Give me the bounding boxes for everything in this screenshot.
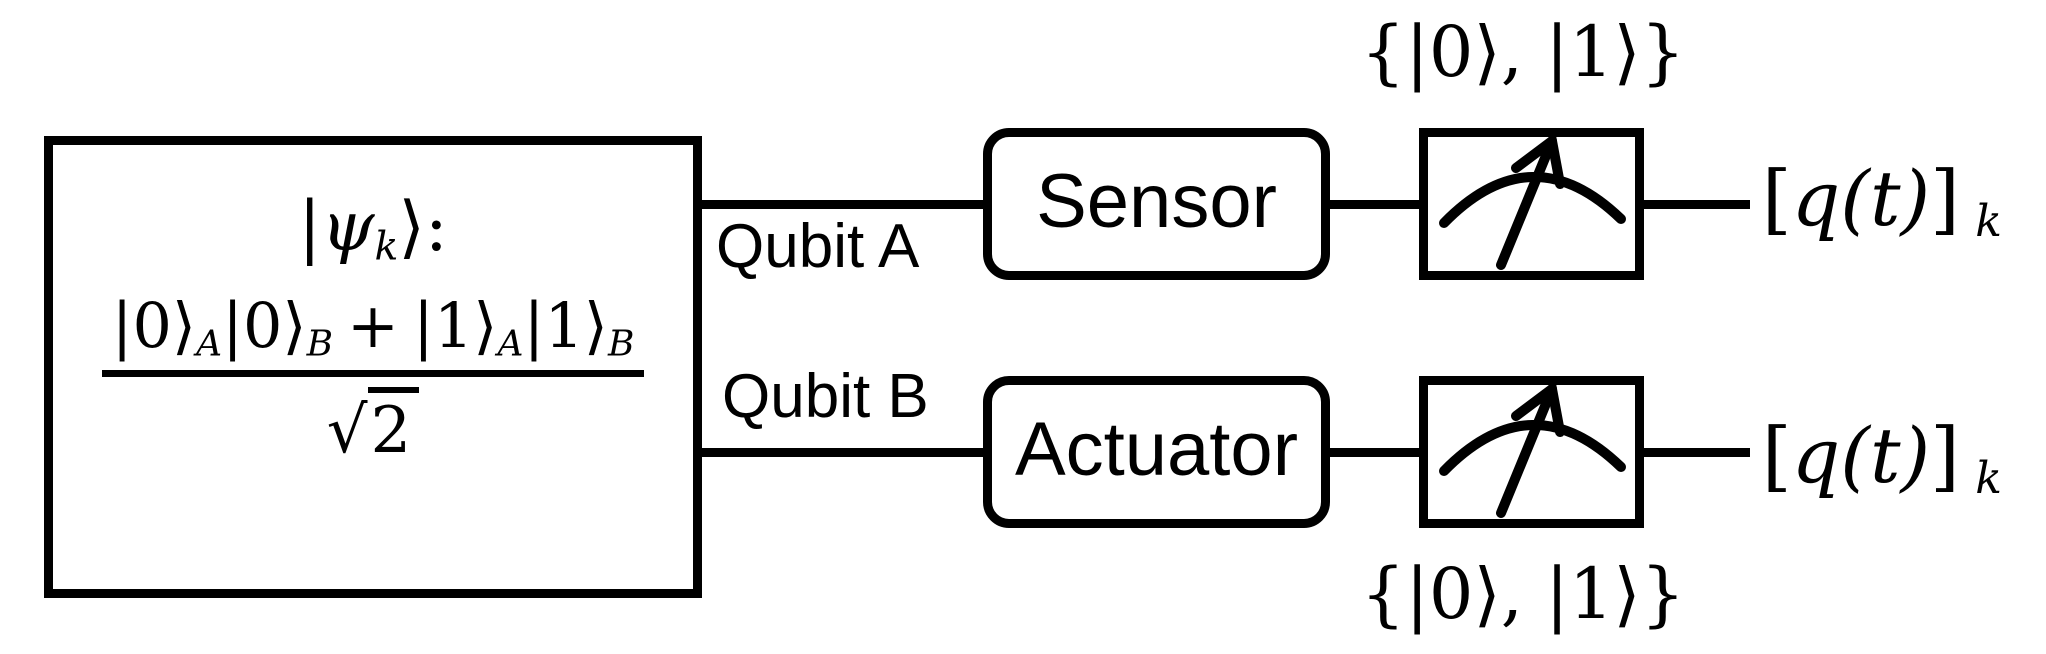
ket-0B: |0⟩ xyxy=(222,288,307,362)
wire-qubit-a-segment-1 xyxy=(698,200,985,209)
formula-denominator: √2 xyxy=(326,387,420,471)
wire-label-qubit-b: Qubit B xyxy=(722,362,929,431)
meter-gauge-icon xyxy=(1439,385,1626,518)
psi-symbol: ψ xyxy=(321,188,375,267)
bracket-open: [ xyxy=(1762,411,1792,500)
bracket-close: ] xyxy=(1930,154,1960,243)
bracket-open: [ xyxy=(1762,154,1792,243)
meter-needle-arrowhead xyxy=(1511,137,1565,189)
wire-qubit-b-segment-1 xyxy=(698,448,985,457)
output-signal-b: [q(t)] k xyxy=(1762,410,2002,505)
output-signal-a: [q(t)] k xyxy=(1762,153,2002,248)
formula-numerator: |0⟩A|0⟩B+|1⟩A|1⟩B xyxy=(102,286,645,368)
ket-close-colon: ⟩: xyxy=(398,188,448,267)
basis-label-bottom: {|0⟩, |1⟩} xyxy=(1360,553,1686,635)
bracket-close: ] xyxy=(1930,411,1960,500)
fraction-bar xyxy=(101,370,645,378)
meter-gauge-icon xyxy=(1439,137,1626,270)
measurement-meter-a xyxy=(1419,128,1644,280)
wire-qubit-b-segment-3 xyxy=(1640,448,1750,457)
q-of-t: q(t) xyxy=(1791,154,1931,243)
sensor-block: Sensor xyxy=(983,128,1330,280)
state-formula: |0⟩A|0⟩B+|1⟩A|1⟩B √2 xyxy=(101,286,645,471)
actuator-block: Actuator xyxy=(983,376,1330,528)
meter-needle xyxy=(1496,385,1557,518)
basis-label-top: {|0⟩, |1⟩} xyxy=(1360,11,1686,93)
wire-qubit-b-segment-2 xyxy=(1326,448,1422,457)
ket-1B: |1⟩ xyxy=(523,288,608,362)
radicand: 2 xyxy=(367,387,420,469)
wire-label-qubit-a: Qubit A xyxy=(716,212,920,281)
sensor-block-label: Sensor xyxy=(1036,159,1277,244)
output-subscript-k: k xyxy=(1975,195,2002,247)
q-of-t: q(t) xyxy=(1791,411,1931,500)
psi-subscript: k xyxy=(374,223,399,270)
output-subscript-k: k xyxy=(1975,452,2002,504)
meter-needle-arrowhead xyxy=(1511,385,1565,437)
ket-1A: |1⟩ xyxy=(412,288,498,362)
measurement-meter-b xyxy=(1419,376,1644,528)
entangled-state-box: |ψk⟩: |0⟩A|0⟩B+|1⟩A|1⟩B √2 xyxy=(44,136,702,598)
wire-qubit-a-segment-3 xyxy=(1640,200,1750,209)
ket-open: | xyxy=(298,188,322,267)
subscript-A2: A xyxy=(497,323,524,365)
state-ket-label: |ψk⟩: xyxy=(298,188,448,270)
wire-qubit-a-segment-2 xyxy=(1326,200,1422,209)
ket-0A: |0⟩ xyxy=(111,288,197,362)
meter-needle xyxy=(1496,137,1557,270)
actuator-block-label: Actuator xyxy=(1014,407,1299,492)
radical-sign: √ xyxy=(326,394,368,469)
plus-sign: + xyxy=(347,288,399,362)
subscript-B: B xyxy=(306,323,334,365)
subscript-A: A xyxy=(196,323,223,365)
subscript-B2: B xyxy=(608,323,635,365)
